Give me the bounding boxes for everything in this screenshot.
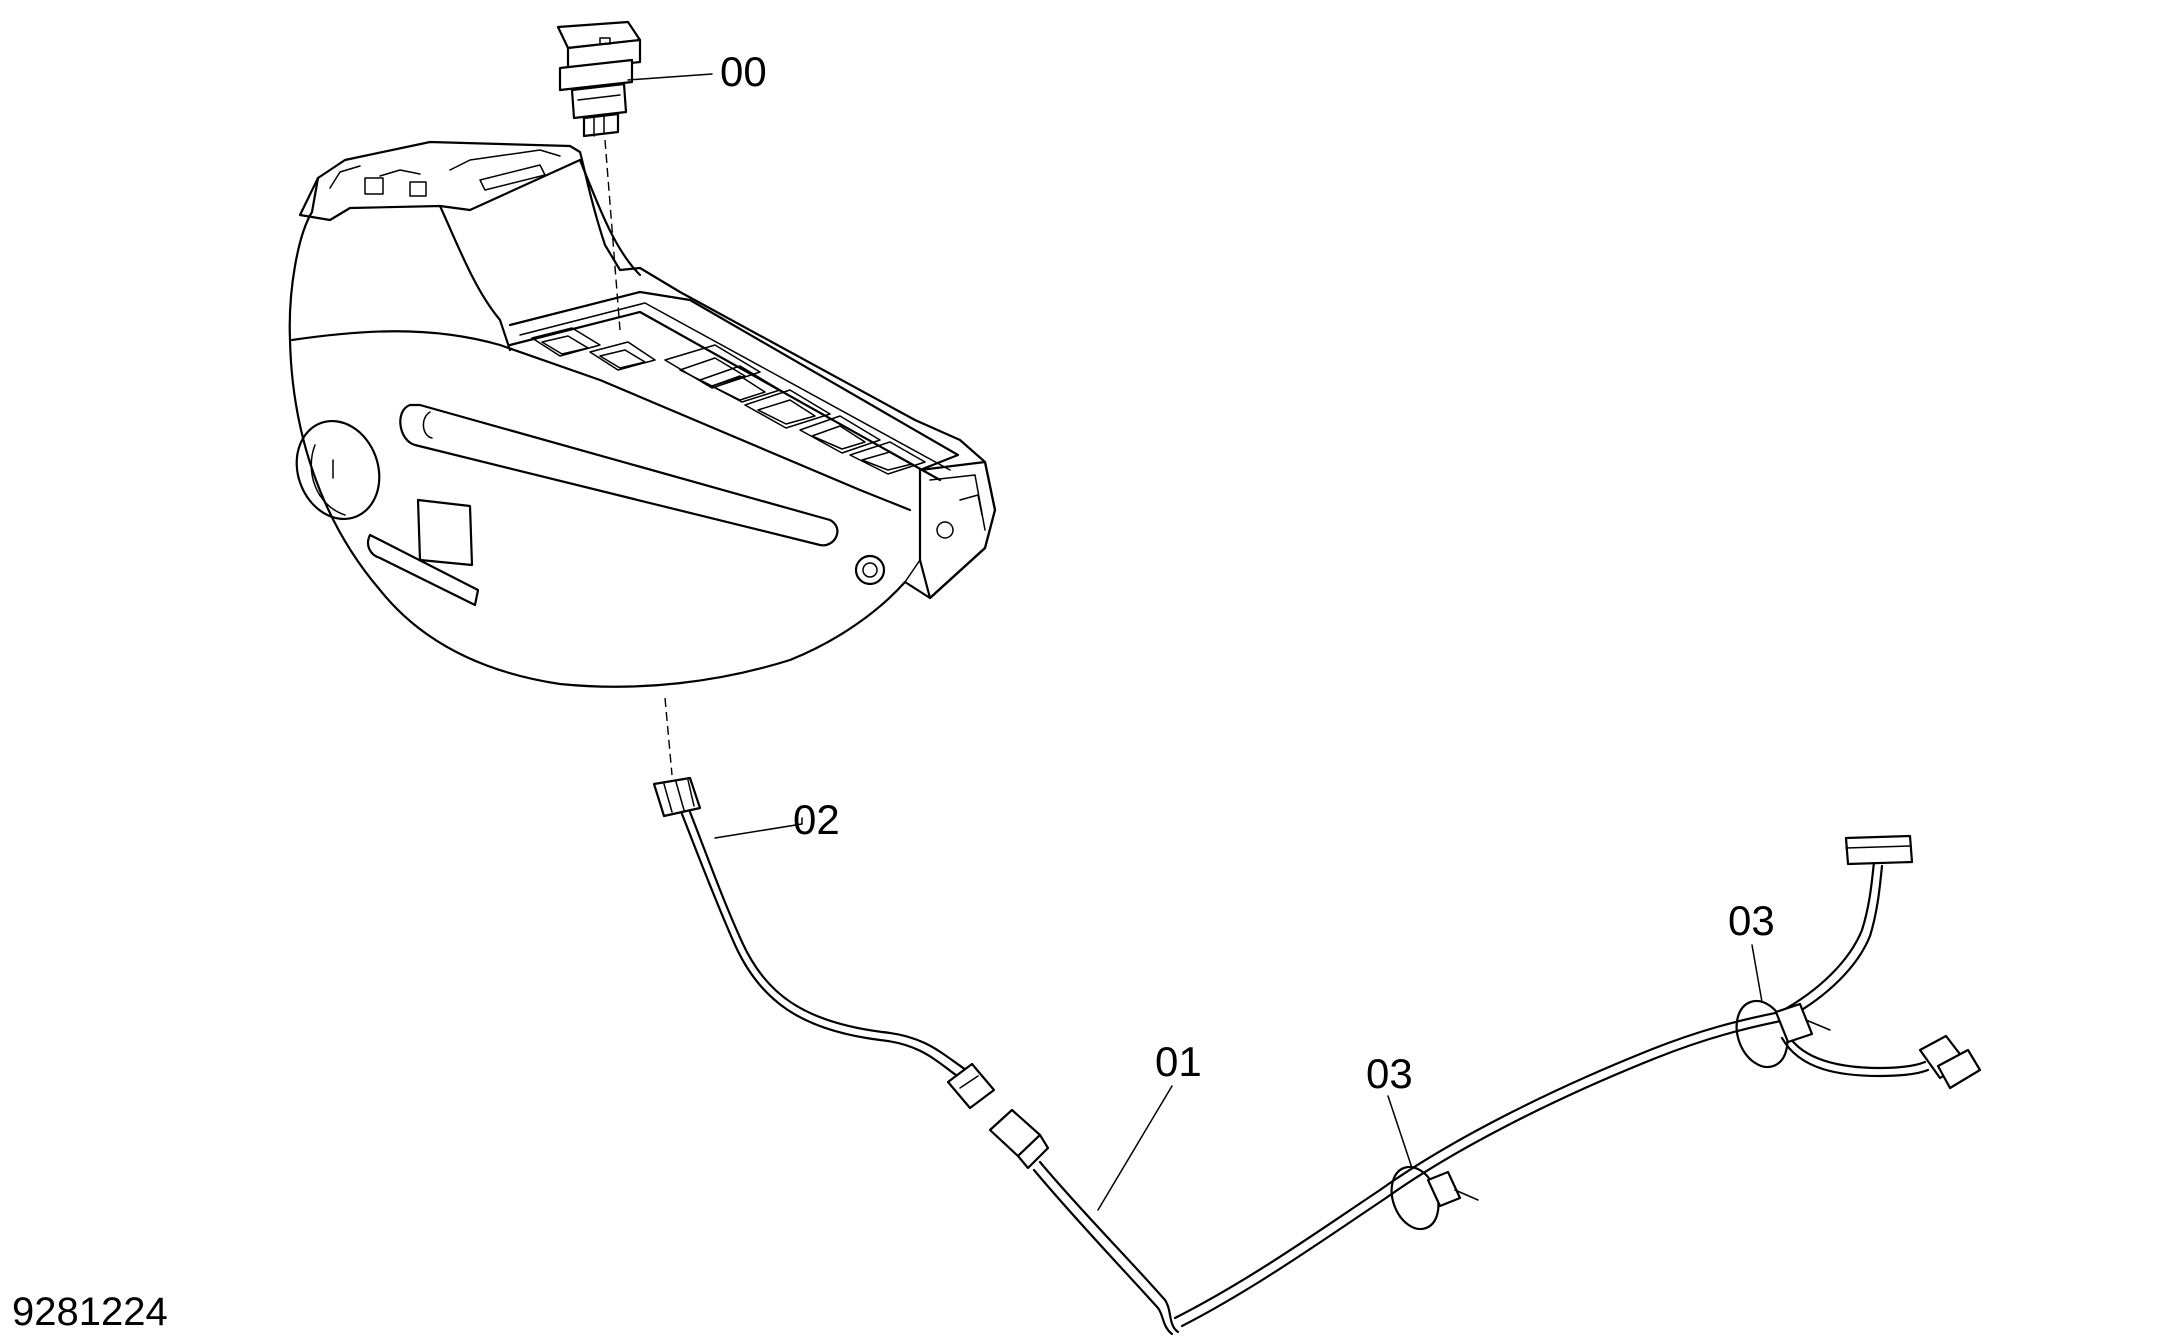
leader-lines	[627, 73, 1763, 1211]
harness-mount-leader	[664, 697, 673, 776]
callout-00: 00	[720, 48, 767, 95]
cable-tie-lower	[1390, 1165, 1479, 1231]
figure-number: 9281224	[12, 1290, 168, 1334]
callout-01: 01	[1155, 1038, 1202, 1085]
callout-02: 02	[793, 796, 840, 843]
cable-tie-upper	[1735, 999, 1831, 1069]
harness-jumper-02	[652, 776, 996, 1110]
rocker-switch	[556, 20, 642, 138]
console-housing	[288, 140, 997, 688]
callout-03-lower: 03	[1366, 1050, 1413, 1097]
callout-03-upper: 03	[1728, 897, 1775, 944]
switch-mount-leader	[604, 139, 621, 331]
harness-main-01	[988, 834, 1982, 1336]
